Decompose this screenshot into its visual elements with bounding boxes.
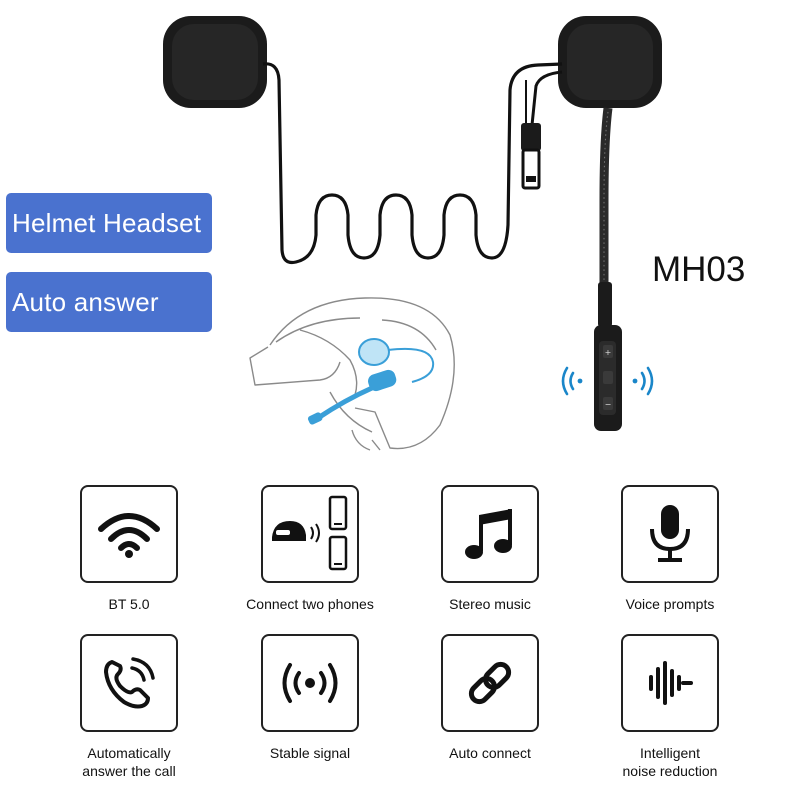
microphone-icon [650, 505, 690, 562]
wireless-waves-right-icon [632, 366, 654, 396]
feature-two-phones-box [261, 485, 359, 583]
feature-auto-answer-box [80, 634, 178, 732]
feature-music-box [441, 485, 539, 583]
phone-ringing-icon [104, 657, 155, 709]
feature-signal-box [261, 634, 359, 732]
wifi-icon [98, 513, 160, 558]
product-illustration: + − [163, 16, 662, 451]
headset-drawing: + − [163, 16, 662, 451]
feature-auto-connect: Auto connect [400, 634, 580, 762]
feature-auto-answer-label: Automatically answer the call [39, 744, 219, 780]
feature-bt-label: BT 5.0 [108, 596, 150, 612]
svg-text:+: + [605, 348, 612, 357]
feature-voice: Voice prompts [580, 485, 760, 613]
svg-text:−: − [605, 400, 612, 409]
auto-answer-badge: Auto answer [6, 272, 212, 332]
link-icon [468, 661, 512, 705]
feature-bt: BT 5.0 [39, 485, 219, 613]
model-name: MH03 [652, 250, 746, 289]
feature-voice-box [621, 485, 719, 583]
feature-auto-answer-label-line1: Automatically [87, 745, 171, 761]
sound-wave-icon [649, 661, 693, 705]
helmet-diagram [249, 297, 455, 451]
wireless-waves-left-icon [561, 366, 583, 396]
coiled-cable [262, 62, 563, 265]
feature-noise-label-line1: Intelligent [640, 745, 700, 761]
feature-noise-label-line2: noise reduction [622, 763, 718, 779]
feature-noise-box [621, 634, 719, 732]
feature-two-phones: Connect two phones [220, 485, 400, 613]
helmet-mic [315, 385, 375, 421]
feature-music: Stereo music [400, 485, 580, 613]
feature-bt-box [80, 485, 178, 583]
feature-two-phones-label: Connect two phones [246, 596, 374, 612]
feature-voice-label: Voice prompts [625, 596, 715, 612]
cable-connector [521, 123, 541, 151]
helmet-cable [387, 347, 435, 383]
feature-auto-answer: Automatically answer the call [39, 634, 219, 780]
feature-signal-label: Stable signal [269, 745, 351, 761]
two-phones-icon [272, 495, 348, 571]
signal-broadcast-icon [282, 663, 338, 703]
feature-auto-answer-label-line2: answer the call [82, 763, 176, 779]
feature-noise-label: Intelligent noise reduction [580, 744, 760, 780]
feature-auto-connect-label: Auto connect [449, 745, 531, 761]
feature-music-label: Stereo music [449, 596, 531, 612]
helmet-headset-badge: Helmet Headset [6, 193, 212, 253]
feature-noise: Intelligent noise reduction [580, 634, 760, 780]
feature-auto-connect-box [441, 634, 539, 732]
feature-signal: Stable signal [220, 634, 400, 762]
music-note-icon [465, 509, 512, 559]
